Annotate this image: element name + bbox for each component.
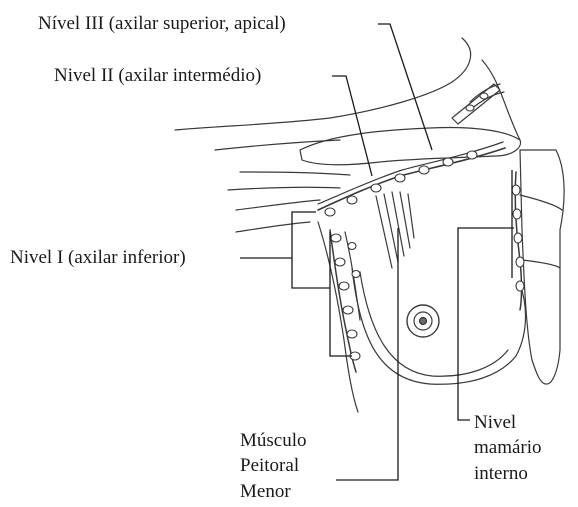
lymph-node	[514, 233, 522, 243]
lymph-node	[513, 209, 521, 219]
arm-outline	[240, 172, 350, 175]
label-internal-mammary-line3: interno	[474, 461, 542, 486]
label-internal-mammary: Nivel mamário interno	[474, 410, 542, 486]
lymph-node	[325, 208, 335, 216]
rib-line	[522, 260, 560, 268]
label-pectoral-minor-line2: Peitoral	[240, 453, 307, 478]
lymph-node	[466, 105, 474, 111]
label-pectoral-minor-line3: Menor	[240, 479, 307, 504]
supraclavicular-node-box	[452, 84, 500, 124]
lymph-node	[443, 158, 453, 166]
lymph-node	[343, 306, 353, 314]
pectoral-fibre	[408, 194, 414, 238]
nipple	[420, 318, 427, 325]
lymph-node	[467, 151, 477, 159]
lymph-node	[347, 330, 357, 338]
pectoral-fibre	[384, 194, 398, 262]
level2-leader	[332, 76, 372, 176]
axillary-vessel	[318, 148, 505, 210]
lymph-node	[512, 185, 520, 195]
chest-wall	[318, 222, 358, 412]
lymph-node	[331, 234, 341, 242]
rib-line	[520, 195, 562, 210]
label-pectoral-minor-line1: Músculo	[240, 428, 307, 453]
arm-outline	[236, 200, 320, 210]
lymph-node	[348, 243, 356, 250]
arm-outline	[236, 222, 310, 232]
lymph-chain-level1	[330, 230, 356, 372]
lymph-node	[335, 258, 345, 266]
label-level-3: Nível III (axilar superior, apical)	[38, 14, 286, 33]
label-level-1: Nivel I (axilar inferior)	[10, 248, 186, 267]
arm-outline	[228, 187, 340, 190]
label-pectoral-minor: Músculo Peitoral Menor	[240, 428, 307, 504]
lymph-node	[480, 93, 488, 99]
pectoral-fibre	[376, 196, 392, 268]
label-internal-mammary-line2: mamário	[474, 435, 542, 460]
lymph-node	[516, 257, 524, 267]
clavicle	[300, 128, 520, 165]
lymph-node	[516, 281, 524, 291]
internal-leader	[458, 228, 514, 420]
lymph-node	[419, 166, 429, 174]
lymph-node	[395, 174, 405, 182]
lymph-node	[347, 196, 357, 204]
muscle-leader	[336, 228, 398, 480]
lymph-node	[371, 184, 381, 192]
lymph-node	[352, 271, 360, 278]
label-level-2: Nivel II (axilar intermédio)	[54, 66, 261, 85]
lymph-node	[339, 282, 349, 290]
label-internal-mammary-line1: Nivel	[474, 410, 542, 435]
